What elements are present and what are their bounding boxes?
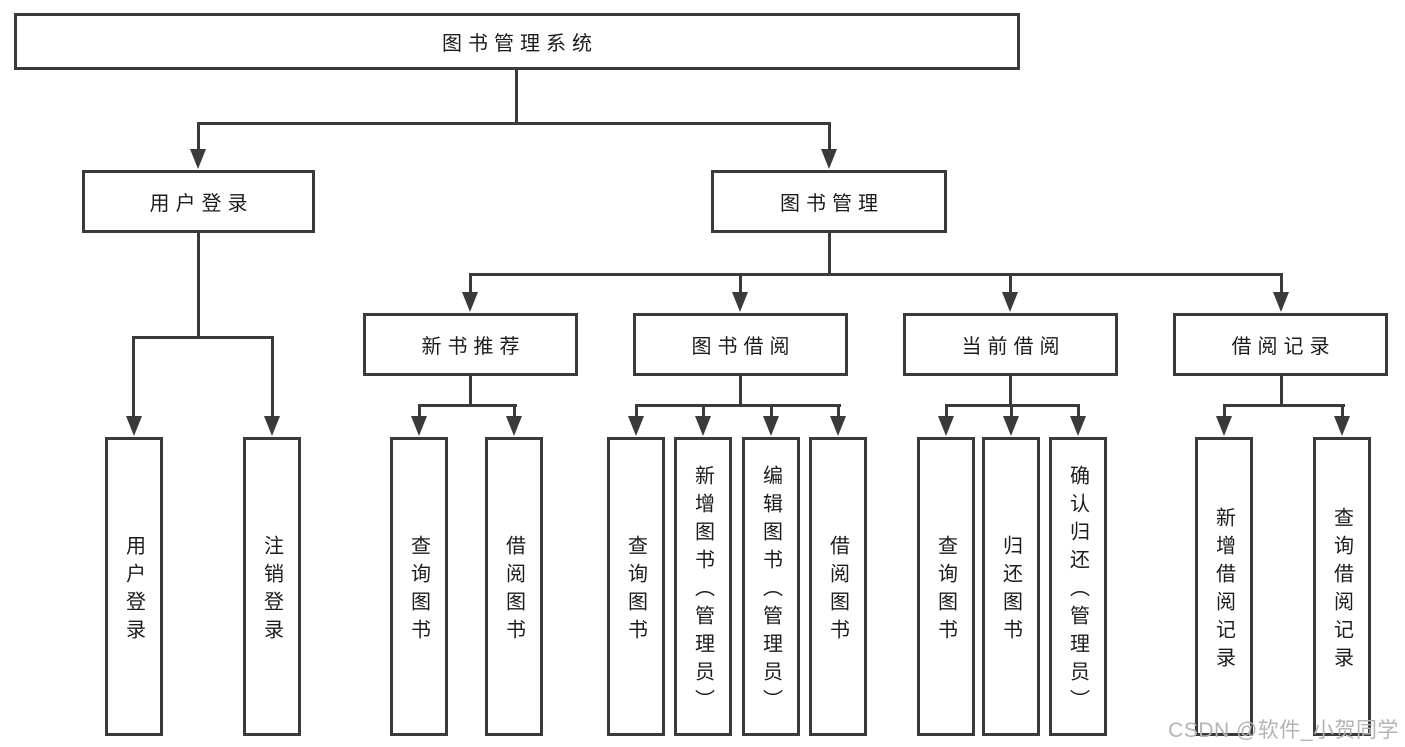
connector-line <box>770 404 773 418</box>
connector-line <box>418 404 517 407</box>
leaf-query-borrow-record-label: 查询借阅记录 <box>1330 506 1353 675</box>
connector-line <box>635 404 841 407</box>
leaf-query-books-recommend-label: 查询图书 <box>407 534 430 647</box>
node-new-book-recommend-label: 新书推荐 <box>421 336 526 358</box>
connector-line <box>515 68 518 124</box>
node-book-management-branch-label: 图书管理 <box>780 193 884 215</box>
leaf-add-books-admin-label: 新增图书（管理员） <box>691 464 714 717</box>
leaf-query-books-current: 查询图书 <box>917 437 975 736</box>
connector-line <box>1010 404 1013 418</box>
leaf-edit-books-admin: 编辑图书（管理员） <box>742 437 800 736</box>
arrowhead-down-icon <box>411 416 427 436</box>
arrowhead-down-icon <box>830 416 846 436</box>
connector-line <box>197 232 200 338</box>
leaf-confirm-return-admin-label: 确认归还（管理员） <box>1066 464 1089 717</box>
connector-line <box>197 122 831 125</box>
connector-line <box>1223 404 1345 407</box>
node-borrow-records: 借阅记录 <box>1173 313 1388 376</box>
leaf-borrow-books-recommend: 借阅图书 <box>485 437 543 736</box>
connector-line <box>271 336 274 419</box>
connector-line <box>739 374 742 406</box>
node-book-management-branch: 图书管理 <box>711 170 947 233</box>
leaf-add-borrow-record: 新增借阅记录 <box>1195 437 1253 736</box>
arrowhead-down-icon <box>938 416 954 436</box>
connector-line <box>1009 374 1012 406</box>
leaf-add-borrow-record-label: 新增借阅记录 <box>1212 506 1235 675</box>
arrowhead-down-icon <box>732 292 748 312</box>
arrowhead-down-icon <box>763 416 779 436</box>
arrowhead-down-icon <box>1216 416 1232 436</box>
connector-line <box>1223 404 1226 418</box>
connector-line <box>828 232 831 275</box>
arrowhead-down-icon <box>695 416 711 436</box>
arrowhead-down-icon <box>506 416 522 436</box>
leaf-edit-books-admin-label: 编辑图书（管理员） <box>759 464 782 717</box>
node-new-book-recommend: 新书推荐 <box>363 313 578 376</box>
connector-line <box>469 273 1282 276</box>
leaf-add-books-admin: 新增图书（管理员） <box>674 437 732 736</box>
leaf-query-books-borrow-label: 查询图书 <box>624 534 647 647</box>
arrowhead-down-icon <box>126 416 142 436</box>
node-root: 图书管理系统 <box>14 13 1020 70</box>
leaf-borrow-books-recommend-label: 借阅图书 <box>502 534 525 647</box>
leaf-user-login: 用户登录 <box>105 437 163 736</box>
connector-line <box>197 122 200 150</box>
connector-line <box>702 404 705 418</box>
arrowhead-down-icon <box>1070 416 1086 436</box>
connector-line <box>828 122 831 150</box>
connector-line <box>469 273 472 293</box>
connector-line <box>513 404 516 418</box>
connector-line <box>1077 404 1080 418</box>
node-book-borrow-label: 图书借阅 <box>691 336 796 358</box>
leaf-query-books-current-label: 查询图书 <box>934 534 957 647</box>
node-book-borrow: 图书借阅 <box>633 313 848 376</box>
leaf-logout-label: 注销登录 <box>260 534 283 647</box>
leaf-confirm-return-admin: 确认归还（管理员） <box>1049 437 1107 736</box>
arrowhead-down-icon <box>462 292 478 312</box>
connector-line <box>1280 273 1283 293</box>
leaf-borrow-books-label: 借阅图书 <box>826 534 849 647</box>
arrowhead-down-icon <box>1273 292 1289 312</box>
arrowhead-down-icon <box>1002 292 1018 312</box>
arrowhead-down-icon <box>190 149 206 169</box>
leaf-query-borrow-record: 查询借阅记录 <box>1313 437 1371 736</box>
connector-line <box>132 336 274 339</box>
arrowhead-down-icon <box>264 416 280 436</box>
node-current-borrow: 当前借阅 <box>903 313 1118 376</box>
leaf-logout: 注销登录 <box>243 437 301 736</box>
arrowhead-down-icon <box>1003 416 1019 436</box>
leaf-user-login-label: 用户登录 <box>122 534 145 647</box>
leaf-query-books-recommend: 查询图书 <box>390 437 448 736</box>
arrowhead-down-icon <box>821 149 837 169</box>
connector-line <box>132 336 135 419</box>
connector-line <box>1009 273 1012 293</box>
arrowhead-down-icon <box>1334 416 1350 436</box>
node-borrow-records-label: 借阅记录 <box>1231 336 1336 358</box>
connector-line <box>1341 404 1344 418</box>
watermark: CSDN @软件_小贺同学 <box>1168 719 1399 742</box>
connector-line <box>469 374 472 406</box>
node-user-login-branch-label: 用户登录 <box>149 193 254 215</box>
node-root-label: 图书管理系统 <box>442 33 598 55</box>
leaf-query-books-borrow: 查询图书 <box>607 437 665 736</box>
connector-line <box>1280 374 1283 406</box>
leaf-return-books: 归还图书 <box>982 437 1040 736</box>
connector-line <box>945 404 948 418</box>
node-current-borrow-label: 当前借阅 <box>961 336 1066 358</box>
connector-line <box>739 273 742 293</box>
connector-line <box>635 404 638 418</box>
node-user-login-branch: 用户登录 <box>82 170 315 233</box>
connector-line <box>418 404 421 418</box>
connector-line <box>837 404 840 418</box>
leaf-return-books-label: 归还图书 <box>999 534 1022 647</box>
arrowhead-down-icon <box>628 416 644 436</box>
leaf-borrow-books: 借阅图书 <box>809 437 867 736</box>
